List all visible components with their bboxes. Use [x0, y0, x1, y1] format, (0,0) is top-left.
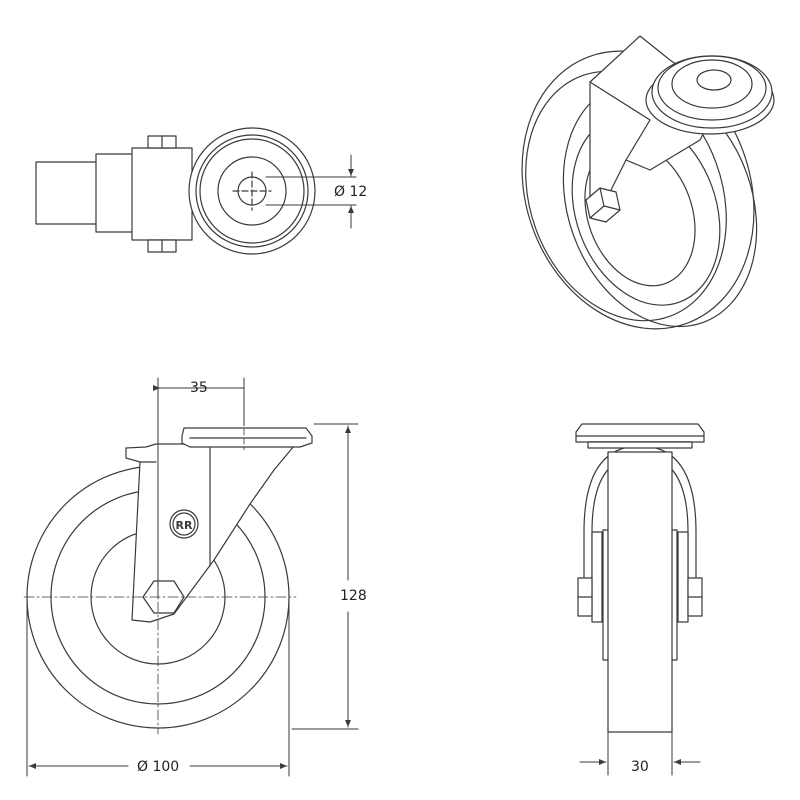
- front-view: RR: [23, 419, 313, 735]
- wheel-width-label: 30: [631, 759, 649, 775]
- wheel-width-dimension: 30: [579, 731, 701, 776]
- mount-offset-dimension: 35: [153, 377, 245, 599]
- logo-circle-icon: [169, 509, 199, 539]
- isometric-view: [521, 35, 775, 330]
- top-view: [35, 127, 316, 255]
- wheel-diameter-dimension: Ø 100: [26, 599, 290, 777]
- wheel-diameter-label: Ø 100: [137, 759, 179, 775]
- mount-offset-label: 35: [190, 380, 208, 396]
- logo-text: RR: [176, 519, 193, 532]
- bolt-hole-diameter-label: Ø 12: [334, 184, 367, 200]
- bolt-hole-dimension: Ø 12: [265, 154, 367, 229]
- side-view: [575, 423, 705, 733]
- overall-height-label: 128: [340, 588, 367, 604]
- overall-height-dimension: 128: [291, 423, 367, 730]
